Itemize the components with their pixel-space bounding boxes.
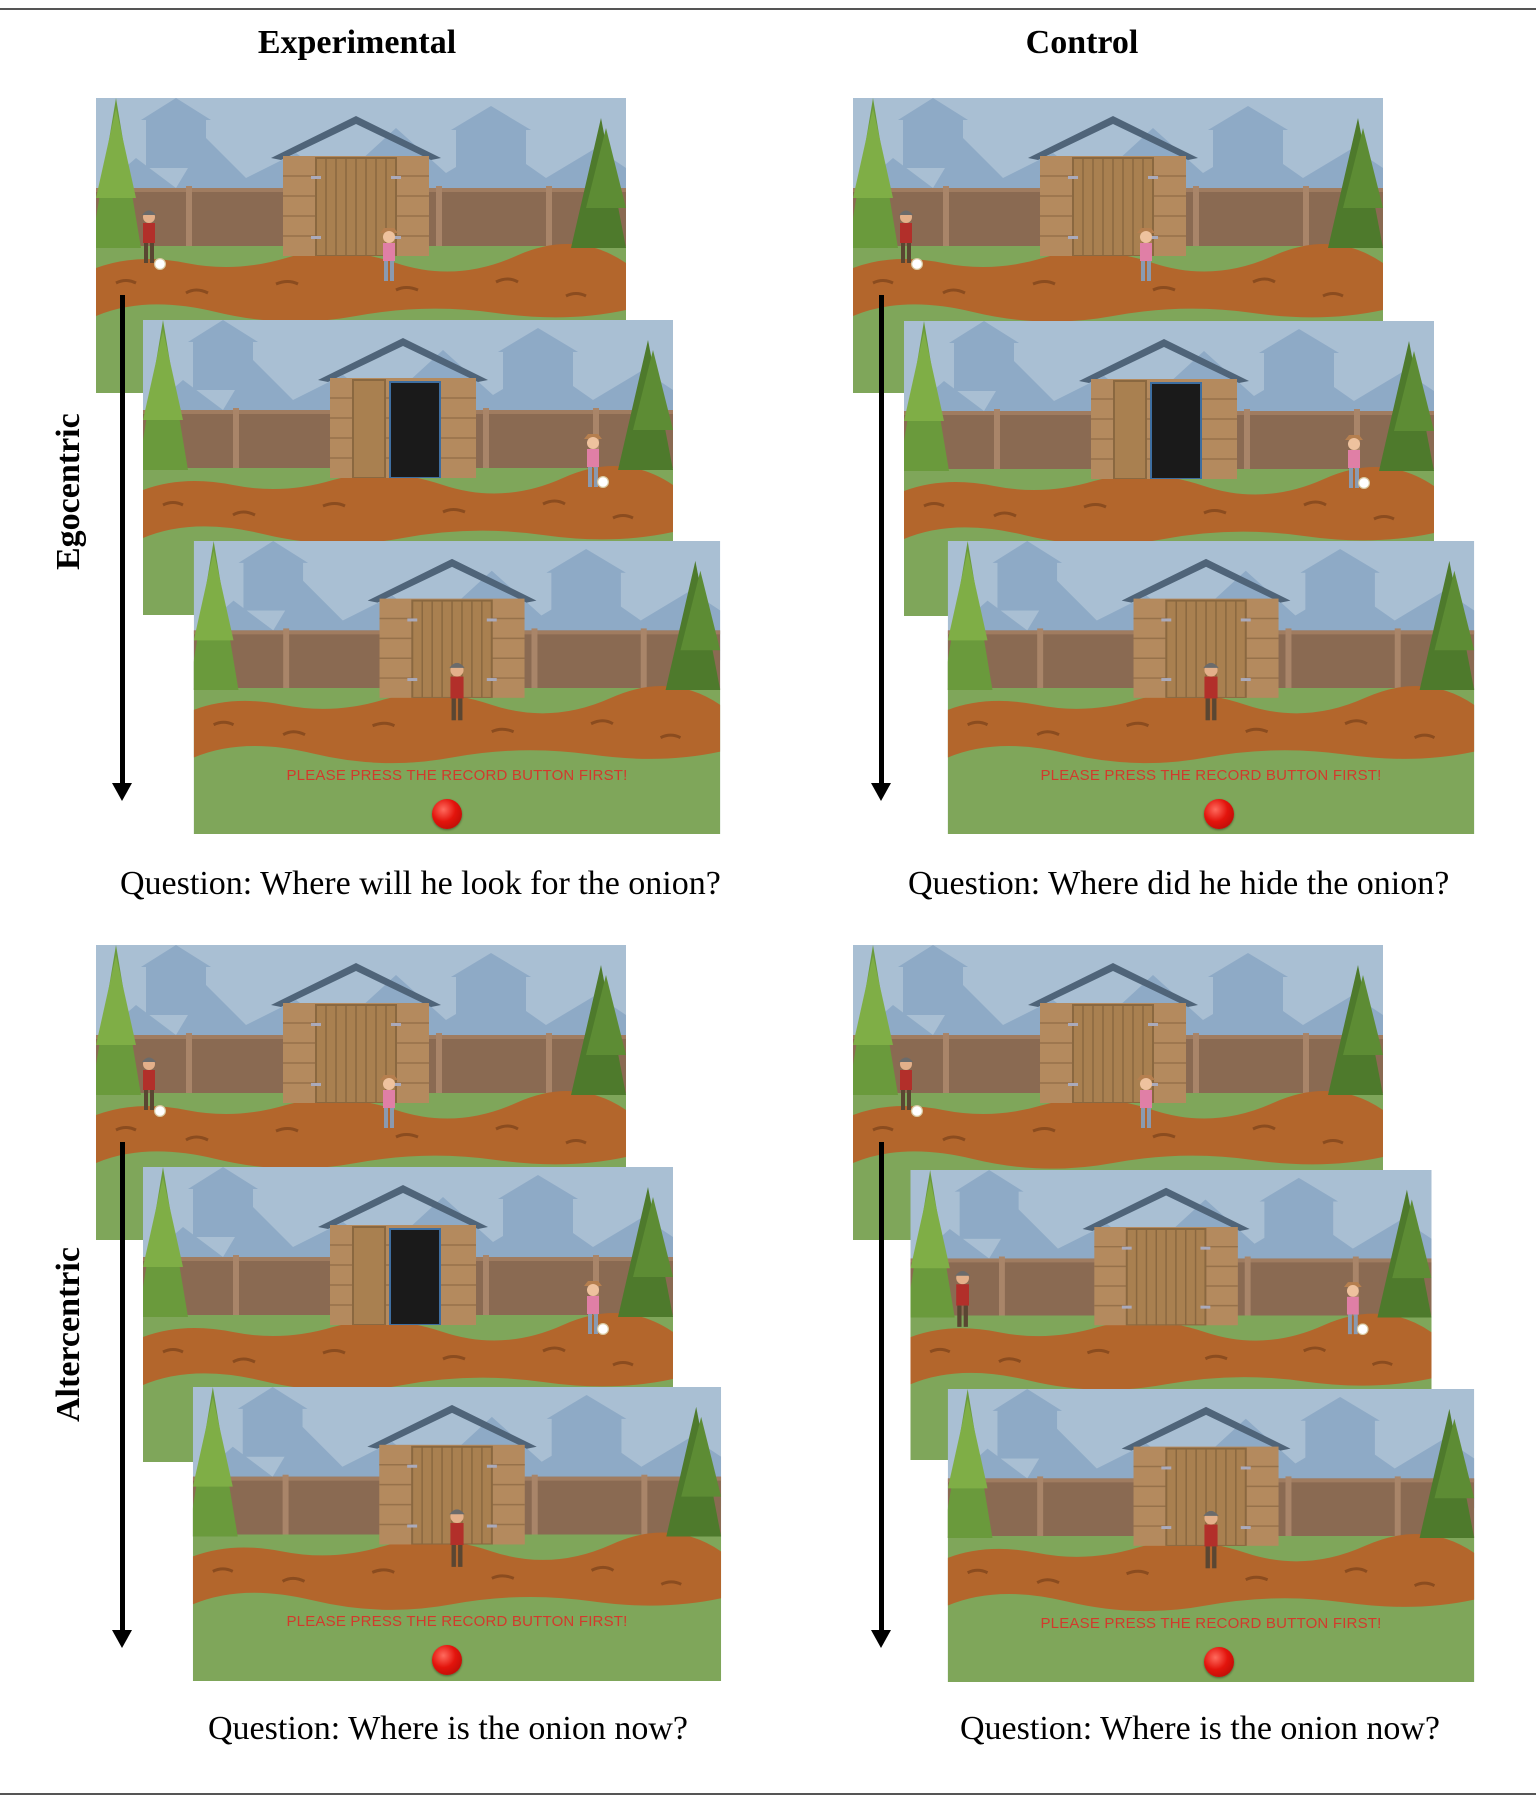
record-button-icon[interactable] (432, 1645, 462, 1675)
top-rule (0, 8, 1536, 10)
time-arrow (112, 295, 132, 801)
scene-frame-3: PLEASE PRESS THE RECORD BUTTON FIRST! (192, 1387, 722, 1681)
time-arrow (871, 295, 891, 801)
question-altercentric-control: Question: Where is the onion now? (960, 1710, 1441, 1747)
row-label-altercentric: Altercentric (50, 1247, 87, 1422)
question-altercentric-experimental: Question: Where is the onion now? (208, 1710, 689, 1747)
time-arrow (112, 1142, 132, 1648)
row-label-egocentric: Egocentric (50, 413, 87, 570)
record-button-icon[interactable] (1204, 1647, 1234, 1677)
time-arrow (871, 1142, 891, 1648)
column-heading-control: Control (1025, 24, 1139, 61)
record-prompt: PLEASE PRESS THE RECORD BUTTON FIRST! (1040, 1615, 1382, 1632)
record-button-icon[interactable] (432, 799, 462, 829)
record-prompt: PLEASE PRESS THE RECORD BUTTON FIRST! (286, 1613, 628, 1630)
column-heading-experimental: Experimental (257, 24, 457, 61)
record-prompt: PLEASE PRESS THE RECORD BUTTON FIRST! (286, 767, 628, 784)
record-prompt: PLEASE PRESS THE RECORD BUTTON FIRST! (1040, 767, 1382, 784)
scene-frame-3: PLEASE PRESS THE RECORD BUTTON FIRST! (946, 1389, 1476, 1682)
question-egocentric-control: Question: Where did he hide the onion? (908, 865, 1450, 902)
bottom-rule (0, 1793, 1536, 1795)
question-egocentric-experimental: Question: Where will he look for the oni… (120, 865, 721, 902)
record-button-icon[interactable] (1204, 799, 1234, 829)
scene-frame-3: PLEASE PRESS THE RECORD BUTTON FIRST! (192, 541, 722, 834)
scene-frame-3: PLEASE PRESS THE RECORD BUTTON FIRST! (946, 541, 1476, 834)
